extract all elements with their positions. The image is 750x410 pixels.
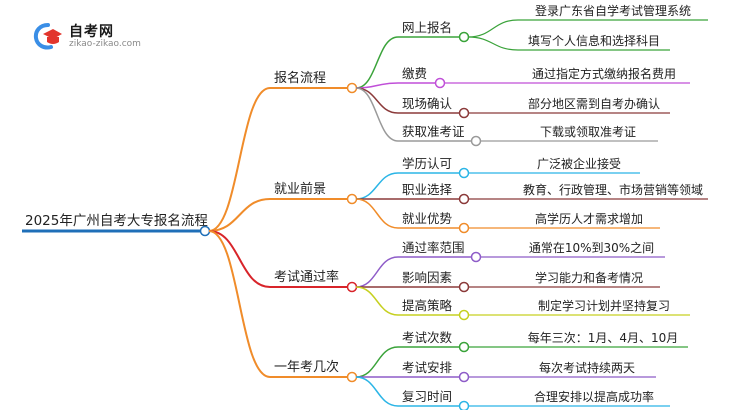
sub-connector — [355, 172, 399, 200]
sub-node-dot[interactable] — [458, 341, 470, 353]
leaf-label: 每年三次：1月、4月、10月 — [528, 330, 679, 345]
branch-node-dot[interactable] — [346, 193, 358, 205]
sub-label: 考试次数 — [402, 330, 453, 345]
sub-node-dot[interactable] — [458, 167, 470, 179]
leaf-label: 通过指定方式缴纳报名费用 — [532, 66, 676, 81]
leaf-label: 高学历人才需求增加 — [535, 211, 643, 226]
sub-connector — [355, 346, 399, 378]
sub-connector — [355, 87, 399, 114]
branch-node-dot[interactable] — [346, 281, 358, 293]
leaf-label: 通常在10%到30%之间 — [529, 241, 654, 255]
sub-connector — [355, 87, 399, 142]
leaf-label: 下载或领取准考证 — [540, 125, 636, 139]
leaf-connector — [467, 36, 519, 51]
leaf-label: 填写个人信息和选择科目 — [528, 33, 660, 48]
sub-node-dot[interactable] — [470, 251, 482, 263]
leaf-label: 每次考试持续两天 — [539, 360, 635, 375]
sub-node-dot[interactable] — [458, 193, 470, 205]
sub-node-dot[interactable] — [470, 135, 482, 147]
leaf-label: 登录广东省自学考试管理系统 — [535, 3, 691, 18]
branch-node-dot[interactable] — [346, 371, 358, 383]
sub-node-dot[interactable] — [458, 371, 470, 383]
logo-name: 自考网 — [69, 24, 114, 40]
graduation-cap-icon — [33, 23, 62, 50]
branch-connector — [208, 87, 271, 232]
sub-label: 复习时间 — [402, 389, 452, 404]
sub-node-dot[interactable] — [434, 77, 446, 89]
sub-node-dot[interactable] — [458, 309, 470, 321]
leaf-label: 制定学习计划并坚持复习 — [538, 298, 670, 313]
sub-node-dot[interactable] — [458, 31, 470, 43]
leaf-label: 部分地区需到自考办确认 — [528, 96, 660, 111]
sub-label: 学历认可 — [402, 156, 452, 171]
root-node-dot[interactable] — [199, 225, 211, 237]
branch-connector — [208, 198, 271, 232]
sub-node-dot[interactable] — [458, 281, 470, 293]
sub-label: 缴费 — [402, 66, 427, 81]
branch-label: 一年考几次 — [274, 359, 339, 375]
sub-connector — [355, 36, 399, 89]
branch-node-dot[interactable] — [346, 82, 358, 94]
sub-label: 考试安排 — [402, 360, 453, 375]
leaf-label: 广泛被企业接受 — [537, 156, 621, 171]
leaf-label: 学习能力和备考情况 — [535, 270, 643, 285]
sub-label: 获取准考证 — [402, 124, 465, 139]
leaf-label: 教育、行政管理、市场营销等领域 — [523, 182, 703, 197]
root-topic: 2025年广州自考大专报名流程 — [25, 213, 208, 229]
sub-node-dot[interactable] — [458, 400, 470, 410]
sub-label: 现场确认 — [402, 96, 453, 111]
branch-connector — [208, 230, 271, 288]
sub-label: 职业选择 — [402, 182, 453, 197]
sub-label: 提高策略 — [402, 298, 453, 313]
leaf-connector — [467, 19, 519, 38]
branch-label: 就业前景 — [274, 181, 326, 197]
sub-connector — [355, 198, 399, 229]
branch-connector — [208, 230, 271, 378]
sub-label: 网上报名 — [402, 20, 452, 35]
leaf-label: 合理安排以提高成功率 — [534, 389, 654, 404]
sub-label: 通过率范围 — [402, 240, 465, 255]
sub-label: 就业优势 — [402, 211, 453, 226]
branch-label: 报名流程 — [274, 70, 326, 86]
branch-label: 考试通过率 — [274, 269, 339, 285]
sub-connector — [355, 256, 399, 288]
sub-connector — [355, 286, 399, 316]
logo-url: zikao-zikao.com — [69, 39, 141, 49]
sub-connector — [355, 376, 399, 407]
sub-node-dot[interactable] — [458, 222, 470, 234]
site-logo[interactable]: 自考网 zikao-zikao.com — [33, 20, 153, 54]
sub-label: 影响因素 — [402, 270, 452, 285]
sub-node-dot[interactable] — [458, 107, 470, 119]
